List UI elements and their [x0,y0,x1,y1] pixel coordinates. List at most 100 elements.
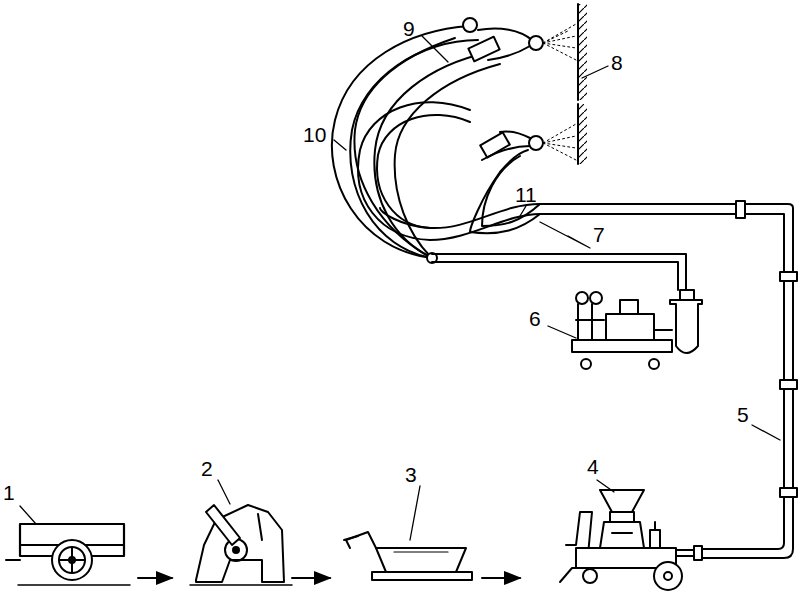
water-air-line [432,254,686,290]
callout-number: 9 [402,18,416,39]
nozzle [500,131,530,138]
nozzle [482,146,530,160]
nozzle [529,36,543,50]
delivery-pipe [780,488,797,497]
shotcrete-machine [610,512,634,522]
crusher [233,547,239,553]
feeder [346,532,376,548]
delivery-pipe [540,204,793,558]
cart [6,559,20,561]
callout-number: 5 [736,404,750,425]
hose [350,40,478,258]
callout-number: 6 [528,308,542,329]
hose [332,26,500,263]
callout-number: 1 [2,482,16,503]
shotcrete-machine [650,530,660,548]
nozzle [529,136,543,150]
water-pump-unit [576,292,588,304]
spray [543,24,576,160]
nozzle [463,18,477,32]
nozzle [478,28,532,40]
cart [59,547,85,573]
leader-line [548,326,576,338]
crusher [258,514,262,540]
water-pump-unit [572,290,702,369]
leader-line [20,506,36,524]
water-pump-unit [670,300,702,353]
rock-wall [578,104,587,164]
delivery-pipe [780,380,797,389]
callout-number: 8 [610,52,624,73]
rock-wall [578,4,587,164]
callout-number: 10 [302,124,327,145]
callout-number: 11 [514,184,538,205]
feeder [394,551,448,552]
water-pump-unit [581,359,591,369]
shotcrete-machine [583,569,597,583]
water-air-line [432,254,686,290]
shotcrete-machine [694,546,702,560]
flow-arrow [292,577,330,579]
shotcrete-machine [654,522,656,530]
crusher [190,584,292,586]
water-pump-unit [620,300,638,314]
shotcrete-machine [676,550,694,556]
water-pump-unit [590,292,602,304]
cart [52,540,92,580]
shotcrete-machine [600,490,644,512]
hose [332,26,470,258]
crusher [196,505,284,582]
nozzle [463,18,543,160]
shotcrete-machine [560,490,702,590]
rock-wall [578,4,587,100]
hose [395,64,500,258]
cart [6,524,130,585]
feeder [344,536,358,540]
water-pump-unit [649,359,659,369]
hose [354,38,455,258]
hose [482,156,540,226]
delivery-pipe [736,201,745,218]
feeder [344,532,472,580]
cart [59,547,85,573]
water-pump-unit [606,314,654,340]
rock-wall [577,4,579,100]
water-pump-unit [654,329,672,331]
hose [377,115,470,228]
crusher [206,505,240,545]
crusher [190,505,292,585]
delivery-pipe [540,214,784,549]
spray [543,124,576,160]
leader-line [597,480,614,492]
leader-line [582,66,608,78]
shotcrete-machine [664,572,672,580]
callout-number: 3 [404,464,418,485]
leader-line [752,425,780,440]
flow-arrow [482,577,520,579]
shotcrete-machine [560,568,576,582]
callout-number: 2 [200,458,214,479]
rock-wall [577,104,579,164]
shotcrete-machine [612,532,632,534]
nozzle [468,37,499,62]
leader-line [334,140,346,150]
leader-line [422,36,448,62]
shotcrete-machine [600,522,644,548]
spray [543,24,576,60]
leader-line [410,486,420,540]
water-pump-unit [572,340,672,352]
leader-line [540,222,590,248]
nozzle [488,46,530,60]
feeder [372,572,472,580]
water-air-line [432,262,678,290]
hose [470,150,540,233]
leader-line [520,206,526,216]
callout-number: 4 [586,456,600,477]
water-pump-unit [576,319,604,321]
cart [18,584,130,586]
feeder [376,548,466,572]
flow-arrow [138,577,172,579]
shotcrete-machine [654,562,682,590]
leader-line [218,480,230,504]
water-pump-unit [578,304,592,340]
